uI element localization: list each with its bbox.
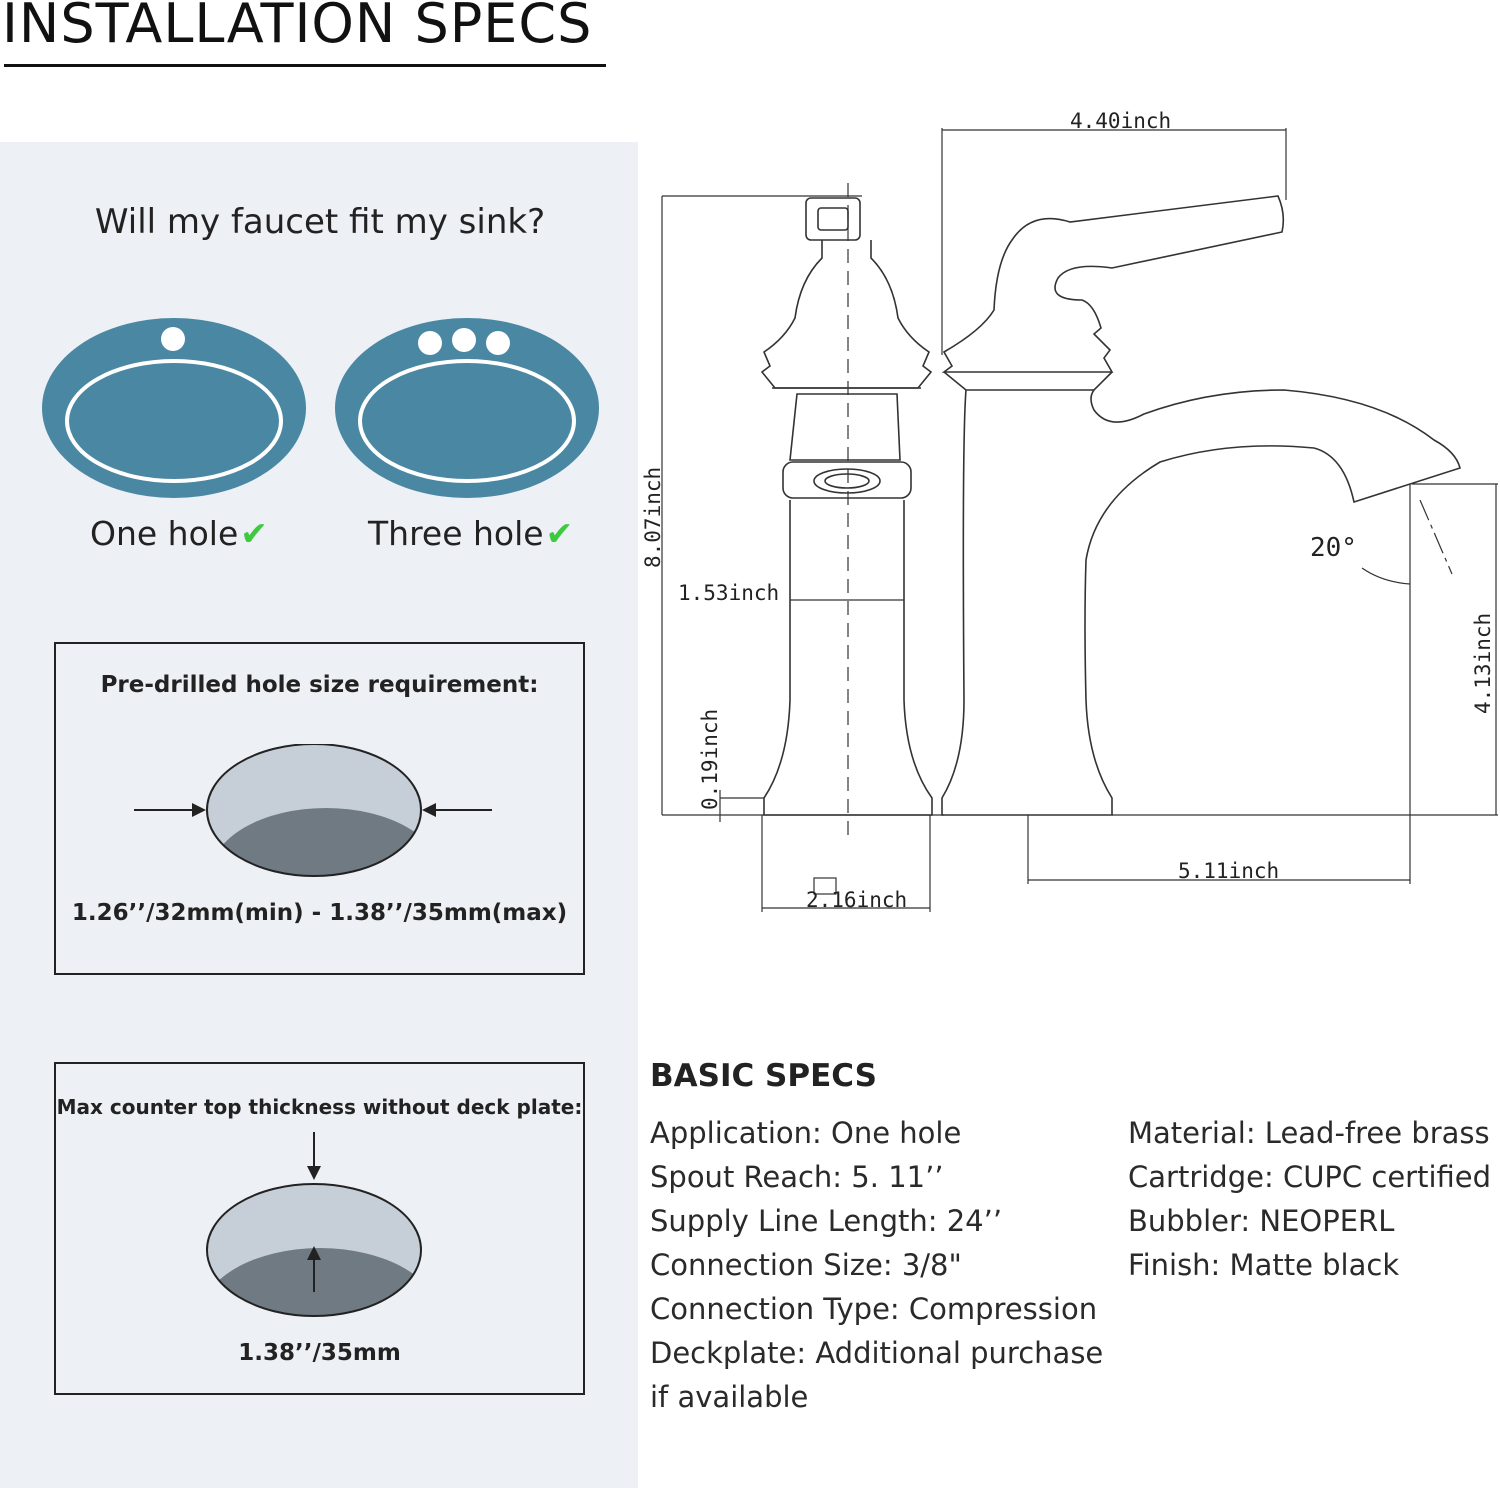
hole-size-heading: Pre-drilled hole size requirement: [100,672,539,698]
spout-height-label: 4.13inch [1471,613,1495,714]
spec-cartridge: Cartridge: CUPC certified [1128,1160,1492,1194]
spec-connection-type: Connection Type: Compression [650,1292,1098,1326]
one-hole-caption: One hole✔ [90,514,268,553]
spec-material: Material: Lead-free brass [1128,1116,1490,1150]
fit-question: Will my faucet fit my sink? [94,202,546,242]
three-hole-sink-icon [335,318,599,498]
thickness-heading: Max counter top thickness without deck p… [56,1095,583,1119]
one-hole-sink-icon [42,318,306,498]
height-label: 8.07inch [641,467,665,568]
body-diameter-label: 1.53inch [678,581,779,605]
spec-supply-line: Supply Line Length: 24’’ [650,1204,1003,1238]
hole-size-box: Pre-drilled hole size requirement: 1.26’… [54,642,585,975]
thickness-box: Max counter top thickness without deck p… [54,1062,585,1395]
spec-bubbler: Bubbler: NEOPERL [1128,1204,1395,1238]
hole-size-illustration [134,744,492,877]
spec-connection-size: Connection Size: 3/8" [650,1248,962,1282]
hole-size-value: 1.26’’/32mm(min) - 1.38’’/35mm(max) [71,900,568,926]
spec-finish: Finish: Matte black [1128,1248,1400,1282]
three-hole-caption: Three hole✔ [368,514,573,553]
faucet-front-view [760,183,933,842]
checkmark-icon: ✔ [545,514,574,553]
title-underline [4,64,606,67]
faucet-side-view [941,195,1461,816]
page-title: INSTALLATION SPECS [2,0,593,55]
spec-application: Application: One hole [650,1116,962,1150]
base-height-label: 0.19inch [698,709,722,810]
thickness-value: 1.38’’/35mm [238,1340,401,1366]
dimension-lines [661,128,1498,912]
thickness-illustration [206,1132,422,1317]
one-hole-label: One hole [90,514,239,553]
spec-deckplate-cont: if available [650,1380,809,1414]
checkmark-icon: ✔ [240,514,268,553]
faucet-dimension-drawing: 4.40inch 8.07inch 1.53inch 0.19inch 2.16… [641,109,1498,912]
spec-spout-reach: Spout Reach: 5. 11’’ [650,1160,944,1194]
spout-angle-label: 20° [1310,533,1357,563]
spec-deckplate: Deckplate: Additional purchase [650,1336,1104,1370]
basic-specs-title: BASIC SPECS [650,1058,877,1094]
spout-reach-label: 5.11inch [1178,859,1279,883]
three-hole-label: Three hole [368,514,544,553]
top-width-label: 4.40inch [1070,109,1171,133]
base-width-label: 2.16inch [806,888,907,912]
